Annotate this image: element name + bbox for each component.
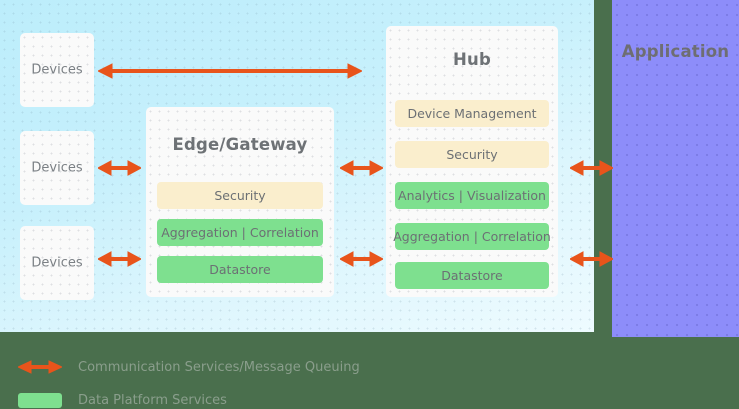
application-label: Application xyxy=(621,42,730,61)
edge-service-datastore[interactable]: Datastore xyxy=(157,256,323,283)
double-arrow-icon xyxy=(18,360,62,374)
connector-device2-to-edge xyxy=(98,160,141,176)
hub-service-datastore[interactable]: Datastore xyxy=(395,262,549,289)
connector-edge-to-hub-lower xyxy=(340,251,383,267)
connector-edge-to-hub-upper xyxy=(340,160,383,176)
edge-gateway-card[interactable]: Edge/Gateway Security Aggregation | Corr… xyxy=(146,107,334,297)
hub-service-aggregation-correlation[interactable]: Aggregation | Correlation xyxy=(393,223,551,250)
legend: Communication Services/Message Queuing D… xyxy=(0,337,739,409)
application-panel: Application xyxy=(612,0,739,337)
hub-service-analytics-visualization[interactable]: Analytics | Visualization xyxy=(395,182,549,209)
device-box-3[interactable]: Devices xyxy=(20,226,94,300)
device-box-3-label: Devices xyxy=(31,255,83,271)
connector-device3-to-edge xyxy=(98,251,141,267)
edge-service-security[interactable]: Security xyxy=(157,182,323,209)
hub-card[interactable]: Hub Device Management Security Analytics… xyxy=(386,26,558,297)
hub-title: Hub xyxy=(453,50,491,69)
connector-device1-to-hub xyxy=(98,63,362,79)
edge-service-aggregation-correlation[interactable]: Aggregation | Correlation xyxy=(157,219,323,246)
device-box-2[interactable]: Devices xyxy=(20,131,94,205)
device-box-1-label: Devices xyxy=(31,62,83,78)
device-box-1[interactable]: Devices xyxy=(20,33,94,107)
green-swatch-icon xyxy=(18,393,62,408)
legend-item-communication-services: Communication Services/Message Queuing xyxy=(18,359,360,375)
legend-item-data-platform-services: Data Platform Services xyxy=(18,393,227,408)
legend-label-communication-services: Communication Services/Message Queuing xyxy=(78,359,360,375)
legend-label-data-platform-services: Data Platform Services xyxy=(78,393,227,408)
connector-hub-to-application-lower xyxy=(570,251,613,267)
edge-gateway-title: Edge/Gateway xyxy=(172,135,308,154)
connector-hub-to-application-upper xyxy=(570,160,613,176)
device-box-2-label: Devices xyxy=(31,160,83,176)
hub-service-security[interactable]: Security xyxy=(395,141,549,168)
hub-service-device-management[interactable]: Device Management xyxy=(395,100,549,127)
